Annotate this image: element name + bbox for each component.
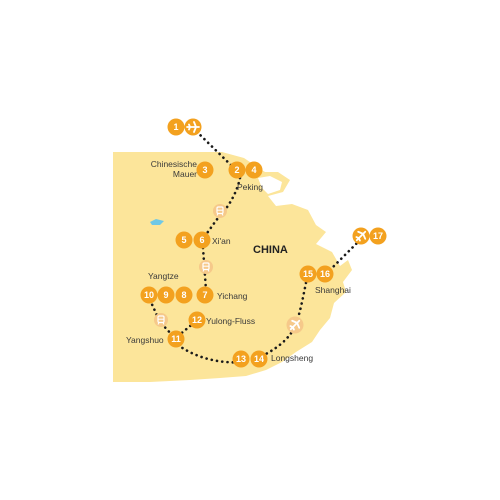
route-segment-departure [328,240,360,272]
train-icon [199,260,213,274]
svg-text:13: 13 [236,354,246,364]
train-icon [154,313,168,327]
label-longsheng: Longsheng [271,353,313,363]
stop-marker[interactable]: 2 [228,161,246,179]
svg-text:11: 11 [171,334,181,344]
stop-marker[interactable]: 6 [193,231,211,249]
stop-marker[interactable]: 8 [175,286,193,304]
route-segment-yichang-yangshuo [148,298,176,339]
svg-text:2: 2 [234,165,239,175]
svg-text:3: 3 [202,165,207,175]
plane-icon [352,227,370,245]
svg-text:10: 10 [144,290,154,300]
stop-marker[interactable]: 11 [167,330,185,348]
train-icon [213,204,227,218]
stop-marker[interactable]: 1 [167,118,185,136]
lake [150,219,164,225]
route-segment-peking-xian [200,176,242,242]
country-label: CHINA [253,244,288,256]
svg-text:9: 9 [163,290,168,300]
stop-marker[interactable]: 15 [299,265,317,283]
stop-marker[interactable]: 13 [232,350,250,368]
svg-text:15: 15 [303,269,313,279]
stop-marker[interactable]: 14 [250,350,268,368]
svg-text:12: 12 [192,315,202,325]
bohai-sea [258,176,282,194]
svg-text:17: 17 [373,231,383,241]
label-yulong: Yulong-Fluss [206,316,255,326]
stop-marker[interactable]: 9 [157,286,175,304]
stop-marker[interactable]: 3 [196,161,214,179]
route-segment-yangshuo-yulong [176,320,197,338]
stop-marker[interactable]: 7 [196,286,214,304]
svg-text:1: 1 [173,122,178,132]
svg-text:6: 6 [199,235,204,245]
stop-marker[interactable]: 5 [175,231,193,249]
route-segment-arrival [191,126,238,172]
label-shanghai: Shanghai [315,285,351,295]
svg-text:8: 8 [181,290,186,300]
stop-marker[interactable]: 10 [140,286,158,304]
transport-icons [154,118,370,334]
plane-icon [184,118,202,136]
stop-marker[interactable]: 17 [369,227,387,245]
svg-text:14: 14 [254,354,264,364]
label-yangtze: Yangtze [148,271,179,281]
label-yangshuo: Yangshuo [126,335,164,345]
stop-marker[interactable]: 16 [316,265,334,283]
svg-text:5: 5 [181,235,186,245]
label-peking: Peking [237,182,263,192]
stop-markers: 1 2 3 4 5 6 7 8 9 10 11 12 13 14 15 16 1… [140,118,387,368]
stop-marker[interactable]: 12 [188,311,206,329]
svg-text:7: 7 [202,290,207,300]
label-yichang: Yichang [217,291,248,301]
label-xian: Xi'an [212,236,231,246]
stop-marker[interactable]: 4 [245,161,263,179]
plane-icon [286,316,304,334]
land-area [113,152,352,382]
svg-text:4: 4 [251,165,256,175]
svg-text:16: 16 [320,269,330,279]
